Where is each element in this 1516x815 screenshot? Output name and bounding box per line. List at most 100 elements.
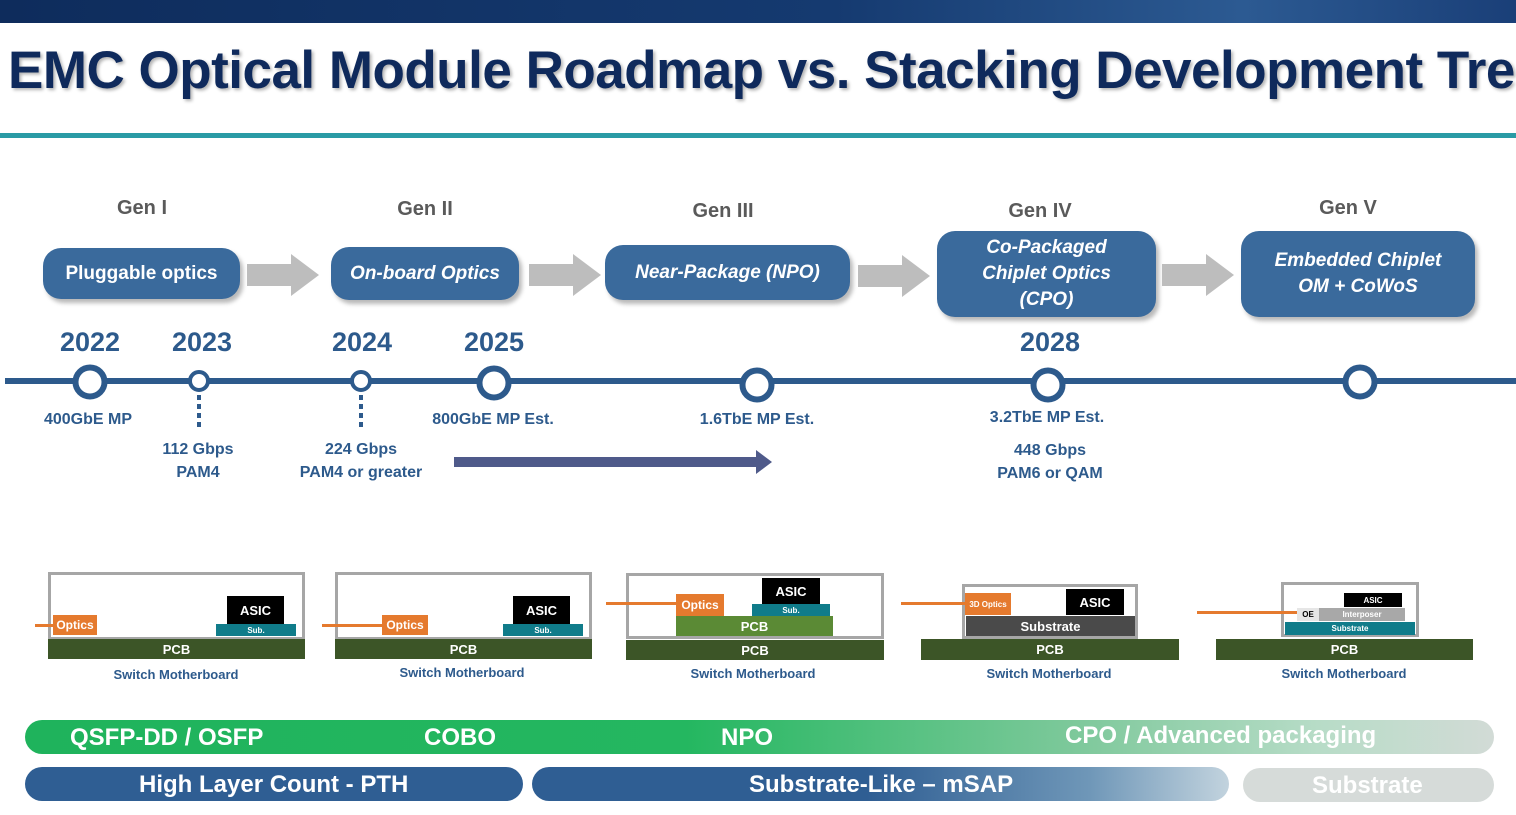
optical-fiber — [322, 624, 386, 627]
diagram-npo: Optics ASIC Sub. PCB PCB Switch Motherbo… — [606, 572, 891, 687]
substrate-block: Sub. — [752, 604, 830, 616]
optics-block: Optics — [676, 594, 724, 616]
span-arrow-icon — [454, 450, 772, 474]
year-2024: 2024 — [331, 327, 393, 357]
gen-1-box: Pluggable optics — [43, 248, 240, 299]
milestone-112gbps-line-2: PAM4 — [176, 464, 220, 481]
timeline-marker-2028 — [1030, 367, 1066, 403]
optical-fiber — [35, 624, 55, 627]
switch-motherboard-label: Switch Motherboard — [690, 666, 816, 681]
timeline-marker-2024 — [350, 370, 372, 392]
oe-block: OE — [1297, 608, 1319, 621]
optics-block: Optics — [53, 615, 97, 635]
band-substrate-label: Substrate — [1312, 772, 1423, 799]
band-cpo: CPO / Advanced packaging — [1065, 722, 1377, 749]
milestone-800gbe: 800GbE MP Est. — [432, 411, 554, 428]
asic-chip: ASIC — [513, 596, 570, 624]
dotted-connector — [197, 395, 201, 431]
top-color-bar — [0, 0, 1516, 23]
milestone-448gbps: 448 Gbps PAM6 or QAM — [972, 439, 1128, 485]
switch-motherboard-label: Switch Motherboard — [399, 665, 525, 680]
substrate-block: Sub. — [216, 624, 296, 636]
band-pth-label: High Layer Count - PTH — [139, 771, 409, 798]
optical-fiber — [901, 602, 967, 605]
gen-3-box-text: Near-Package (NPO) — [635, 261, 820, 283]
gen-5-box-line-1: Embedded Chiplet — [1274, 250, 1442, 271]
dotted-connector — [359, 395, 363, 431]
gen-arrow-icon — [529, 254, 601, 296]
timeline-marker-2025 — [476, 365, 512, 401]
asic-chip: ASIC — [227, 596, 284, 624]
gen-1-box-text: Pluggable optics — [65, 262, 218, 284]
substrate-block: Sub. — [503, 624, 583, 636]
optical-fiber — [1197, 611, 1297, 614]
band-cobo: COBO — [424, 724, 496, 751]
form-factor-band — [25, 720, 1494, 754]
gen-arrow-icon — [247, 254, 319, 296]
diagram-cpo: 3D Optics ASIC Substrate PCB Switch Moth… — [901, 584, 1181, 689]
inner-pcb-board: PCB — [676, 616, 833, 636]
asic-chip: ASIC — [762, 578, 820, 604]
pcb-board: PCB — [1216, 639, 1473, 660]
pcb-tech-band-msap — [532, 767, 1229, 801]
milestone-224gbps: 224 Gbps PAM4 or greater — [286, 438, 436, 484]
substrate-block: Substrate — [966, 616, 1135, 636]
asic-chip: ASIC — [1066, 589, 1124, 615]
gen-2-box-text: On-board Optics — [350, 262, 500, 284]
gen-4-label: Gen IV — [1008, 200, 1072, 222]
gen-1-label: Gen I — [116, 197, 167, 219]
pcb-board: PCB — [921, 639, 1179, 660]
gen-4-box: Co-Packaged Chiplet Optics (CPO) — [937, 231, 1156, 317]
pcb-tech-band-pth — [25, 767, 523, 801]
milestone-112gbps-line-1: 112 Gbps — [162, 441, 234, 458]
gen-4-box-line-3: (CPO) — [1019, 289, 1074, 310]
milestone-224gbps-line-2: PAM4 or greater — [299, 464, 423, 481]
milestone-448gbps-line-2: PAM6 or QAM — [997, 465, 1103, 482]
gen-4-box-line-2: Chiplet Optics — [982, 263, 1111, 284]
year-2023: 2023 — [171, 327, 233, 357]
diagram-onboard: Optics ASIC Sub. PCB Switch Motherboard — [322, 572, 597, 687]
milestone-112gbps: 112 Gbps PAM4 — [138, 438, 258, 484]
band-npo: NPO — [721, 724, 774, 751]
gen-arrow-icon — [858, 255, 930, 297]
gen-5-label: Gen V — [1319, 197, 1377, 219]
timeline-marker-gen5 — [1342, 364, 1378, 400]
pcb-board: PCB — [626, 640, 884, 660]
3d-optics-block: 3D Optics — [965, 593, 1011, 615]
timeline-marker-1-6t — [739, 367, 775, 403]
gen-5-box: Embedded Chiplet OM + CoWoS — [1241, 231, 1475, 317]
milestone-1-6tbe: 1.6TbE MP Est. — [699, 411, 815, 428]
milestone-224gbps-line-1: 224 Gbps — [324, 441, 398, 458]
gen-3-label: Gen III — [692, 200, 754, 222]
switch-motherboard-label: Switch Motherboard — [113, 667, 239, 682]
timeline-marker-2023 — [188, 370, 210, 392]
year-2022: 2022 — [59, 327, 121, 357]
interposer-block: Interposer — [1319, 608, 1405, 621]
gen-2-box: On-board Optics — [331, 247, 519, 300]
optics-block: Optics — [382, 615, 428, 635]
asic-chip: ASIC — [1344, 593, 1402, 607]
milestone-400gbe: 400GbE MP — [43, 411, 133, 428]
gen-5-box-line-2: OM + CoWoS — [1298, 276, 1418, 297]
title-divider — [0, 133, 1516, 138]
year-2025: 2025 — [463, 327, 525, 357]
pcb-board: PCB — [48, 639, 305, 659]
diagram-pluggable: Optics ASIC Sub. PCB Switch Motherboard — [35, 572, 310, 687]
milestone-448gbps-line-1: 448 Gbps — [1013, 442, 1087, 459]
band-msap-label: Substrate-Like – mSAP — [749, 771, 1014, 798]
substrate-block: Substrate — [1285, 622, 1415, 635]
pcb-tech-band-substrate — [1243, 768, 1494, 802]
timeline-marker-2022 — [72, 364, 108, 400]
pcb-board: PCB — [335, 639, 592, 659]
gen-2-label: Gen II — [397, 198, 453, 220]
gen-arrow-icon — [1162, 254, 1234, 296]
band-qsfp: QSFP-DD / OSFP — [70, 724, 264, 751]
diagram-embedded-chiplet: ASIC OE Interposer Substrate PCB Switch … — [1197, 582, 1477, 687]
gen-3-box: Near-Package (NPO) — [605, 245, 850, 300]
gen-4-box-line-1: Co-Packaged — [986, 237, 1107, 258]
switch-motherboard-label: Switch Motherboard — [986, 666, 1112, 681]
page-title: EMC Optical Module Roadmap vs. Stacking … — [8, 41, 1516, 100]
milestone-3-2tbe: 3.2TbE MP Est. — [989, 409, 1105, 426]
year-2028: 2028 — [1019, 327, 1081, 357]
switch-motherboard-label: Switch Motherboard — [1281, 666, 1407, 681]
